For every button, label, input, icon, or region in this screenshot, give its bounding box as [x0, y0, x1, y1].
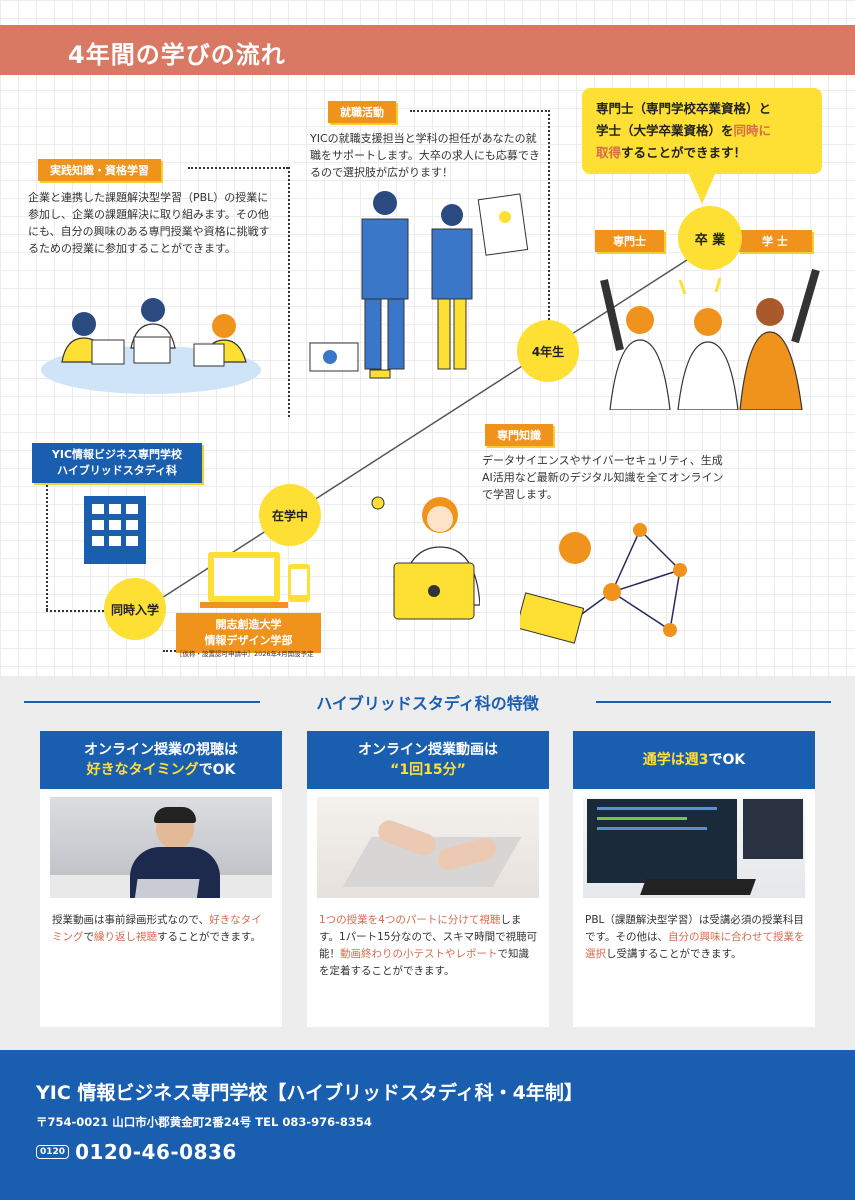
- callout-line1: 専門士（専門学校卒業資格）と: [596, 101, 772, 116]
- card-text-part: で: [83, 931, 95, 943]
- card-text-part: で知識を定着することができます。: [319, 948, 529, 977]
- footer: YIC 情報ビジネス専門学校【ハイブリッドスタディ科・4年制】 〒754-002…: [0, 1050, 855, 1200]
- job-hunting-illustration: [309, 191, 529, 379]
- university-line2: 情報デザイン学部: [204, 634, 293, 647]
- student-photo: [50, 797, 272, 898]
- school-line2: ハイブリッドスタディ科: [56, 464, 177, 477]
- school-line1: YIC情報ビジネス専門学校: [51, 448, 183, 461]
- school-label: YIC情報ビジネス専門学校 ハイブリッドスタディ科: [32, 443, 202, 483]
- card-text: 1つの授業を4つのパートに分けて視聴します。1パート15分なので、スキマ時間で視…: [307, 898, 549, 980]
- card-head-highlight: 好きなタイミング: [86, 762, 199, 778]
- callout-line3a: 取得: [596, 145, 622, 160]
- card-head-line2: “1回15分”: [307, 760, 549, 780]
- team-meeting-illustration: [41, 298, 261, 394]
- degree-callout: 専門士（専門学校卒業資格）と 学士（大学卒業資格）を同時に 取得することができま…: [582, 88, 822, 174]
- card-head-rest: でOK: [198, 762, 236, 778]
- computer-desk-photo: [583, 797, 805, 898]
- footer-phone-row: 0120 0120-46-0836: [36, 1140, 237, 1164]
- card-text-highlight: 繰り返し視聴: [94, 931, 157, 943]
- job-label: 就職活動: [328, 101, 396, 123]
- graduation-right-label: 学 士: [738, 230, 812, 252]
- dotted-connector: [188, 167, 288, 169]
- specialty-label: 専門知識: [485, 424, 553, 446]
- card-text: 授業動画は事前録画形式なので、好きなタイミングで繰り返し視聴することができます。: [40, 898, 282, 946]
- university-label: 開志創造大学 情報デザイン学部: [176, 613, 321, 653]
- footer-address: 〒754-0021 山口市小郡黄金町2番24号 TEL 083-976-8354: [36, 1115, 372, 1129]
- callout-line3b: することができます！: [621, 145, 747, 160]
- graduation-left-label: 専門士: [595, 230, 664, 252]
- card-head-line1: オンライン授業動画は: [358, 742, 498, 758]
- growth-line: [139, 239, 719, 613]
- card-text-highlight: 1つの授業を4つのパートに分けて視聴: [319, 914, 501, 926]
- feature-card: 通学は週3でOK PBL（課題解決型学習）は受講必須の授業科目です。その他は、自…: [573, 731, 815, 1027]
- graduation-circle: 卒 業: [678, 206, 742, 270]
- university-note: ［仮称・設置認可申請中］2026年4月開設予定: [176, 650, 314, 658]
- callout-tail: [688, 172, 716, 204]
- callout-line2a: 学士（大学卒業資格）を: [596, 123, 734, 138]
- feature-card: オンライン授業の視聴は 好きなタイミングでOK 授業動画は事前録画形式なので、好…: [40, 731, 282, 1027]
- footer-phone[interactable]: 0120-46-0836: [75, 1140, 237, 1164]
- dotted-connector: [288, 167, 290, 417]
- dotted-connector: [46, 610, 116, 612]
- card-text-part: し受講することができます。: [606, 948, 742, 960]
- student-laptop-illustration: [371, 496, 480, 620]
- card-text-highlight: 動画終わりの小テストやレポート: [340, 948, 498, 960]
- card-head-line1: オンライン授業の視聴は: [84, 742, 238, 758]
- laptop-typing-photo: [317, 797, 539, 898]
- callout-line2b: 同時に: [733, 123, 772, 138]
- job-text: YICの就職支援担当と学科の担任があなたの就職をサポートします。大卒の求人にも応…: [310, 132, 540, 179]
- dotted-connector: [410, 110, 550, 112]
- card-head-highlight: “1回15分”: [390, 762, 466, 778]
- callout-line2: 学士（大学卒業資格）を同時に: [596, 120, 808, 142]
- features-rule-right: [596, 701, 831, 703]
- university-line1: 開志創造大学: [215, 618, 282, 631]
- card-head-rest: でOK: [708, 752, 746, 768]
- laptop-phone-icon: [200, 552, 310, 608]
- card-head: 通学は週3でOK: [573, 731, 815, 789]
- card-head: オンライン授業の視聴は 好きなタイミングでOK: [40, 731, 282, 789]
- footer-title: YIC 情報ビジネス専門学校【ハイブリッドスタディ科・4年制】: [36, 1078, 583, 1105]
- dotted-connector: [548, 110, 550, 340]
- card-text: PBL（課題解決型学習）は受講必須の授業科目です。その他は、自分の興味に合わせて…: [573, 898, 815, 963]
- features-title: ハイブリッドスタディ科の特徴: [316, 694, 539, 713]
- dotted-connector: [163, 650, 183, 652]
- dotted-connector: [46, 470, 48, 610]
- card-text-part: 授業動画は事前録画形式なので、: [52, 914, 210, 926]
- freedial-icon: 0120: [36, 1145, 70, 1159]
- card-head-line: 通学は週3でOK: [573, 750, 815, 770]
- card-text-part: します。1パート15分なので、スキマ時間で視聴可能！: [319, 914, 538, 960]
- celebration-illustration: [600, 268, 820, 410]
- footer-course: 【ハイブリッドスタディ科・4年制】: [267, 1082, 583, 1104]
- section-banner: 4年間の学びの流れ: [0, 25, 855, 75]
- studying-circle: 在学中: [259, 484, 321, 546]
- callout-line3: 取得することができます！: [596, 142, 808, 164]
- card-head-line2: 好きなタイミングでOK: [40, 760, 282, 780]
- building-icon: [84, 496, 146, 564]
- card-text-part: することができます。: [157, 931, 261, 943]
- card-text-highlight: 好きなタイミング: [52, 914, 262, 943]
- section-title: 4年間の学びの流れ: [68, 41, 286, 69]
- card-text-highlight: 自分の興味に合わせて授業を選択: [585, 931, 805, 960]
- network-illustration: [520, 523, 687, 644]
- card-head-highlight: 通学は週3: [642, 752, 709, 768]
- practice-label: 実践知識・資格学習: [38, 159, 161, 181]
- footer-school: YIC 情報ビジネス専門学校: [36, 1082, 268, 1104]
- year4-circle: 4年生: [517, 320, 579, 382]
- features-rule-left: [24, 701, 260, 703]
- specialty-text: データサイエンスやサイバーセキュリティ、生成AI活用など最新のデジタル知識を全て…: [482, 454, 724, 501]
- card-head: オンライン授業動画は “1回15分”: [307, 731, 549, 789]
- feature-card: オンライン授業動画は “1回15分” 1つの授業を4つのパートに分けて視聴します…: [307, 731, 549, 1027]
- practice-text: 企業と連携した課題解決型学習（PBL）の授業に参加し、企業の課題解決に取り組みま…: [28, 191, 270, 255]
- entry-circle: 同時入学: [104, 578, 166, 640]
- card-text-part: PBL（課題解決型学習）は受講必須の授業科目です。その他は、: [585, 914, 804, 943]
